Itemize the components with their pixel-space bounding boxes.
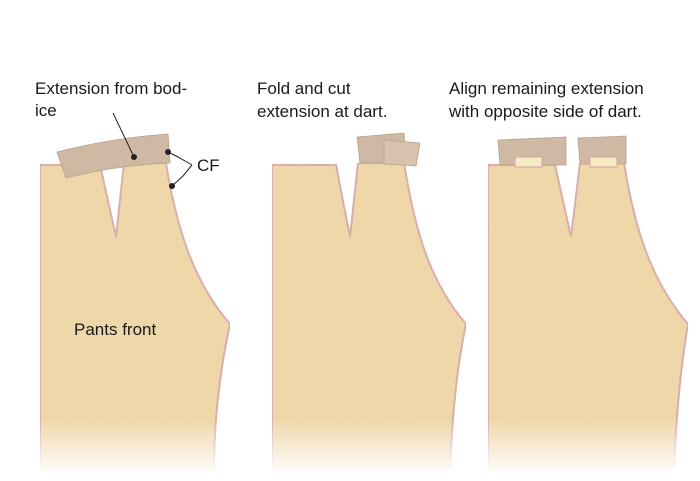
cf-dot-bottom — [169, 183, 175, 189]
extension-label-line2: ice — [35, 101, 57, 120]
bodice-extension — [56, 133, 171, 179]
extension-label-line1: Extension from bod- — [35, 79, 187, 98]
step2-line1: Fold and cut — [257, 79, 351, 98]
folded-extension-flap — [383, 139, 421, 167]
extension-leader-dot — [131, 154, 137, 160]
fade-overlay-3 — [478, 160, 700, 475]
panel-3-align-extension: Align remaining extension with opposite … — [448, 79, 700, 475]
fade-overlay-2 — [262, 160, 474, 475]
panel-2-fold-and-cut: Fold and cut extension at dart. — [257, 79, 474, 475]
gap-fill-left — [514, 156, 543, 168]
cf-leader-line-top — [167, 151, 193, 166]
panel-1-pants-front: Extension from bod- ice CF Pants front — [30, 79, 240, 475]
cf-dot-top — [165, 149, 171, 155]
extension-leader-line — [112, 112, 135, 158]
gap-fill-right — [589, 156, 618, 168]
cf-label: CF — [197, 156, 220, 175]
cf-leader-line-bottom — [171, 164, 193, 187]
step3-line1: Align remaining extension — [449, 79, 644, 98]
step2-line2: extension at dart. — [257, 102, 387, 121]
step3-line2: with opposite side of dart. — [448, 102, 642, 121]
pants-front-label: Pants front — [74, 320, 156, 339]
fade-overlay-1 — [30, 160, 240, 475]
